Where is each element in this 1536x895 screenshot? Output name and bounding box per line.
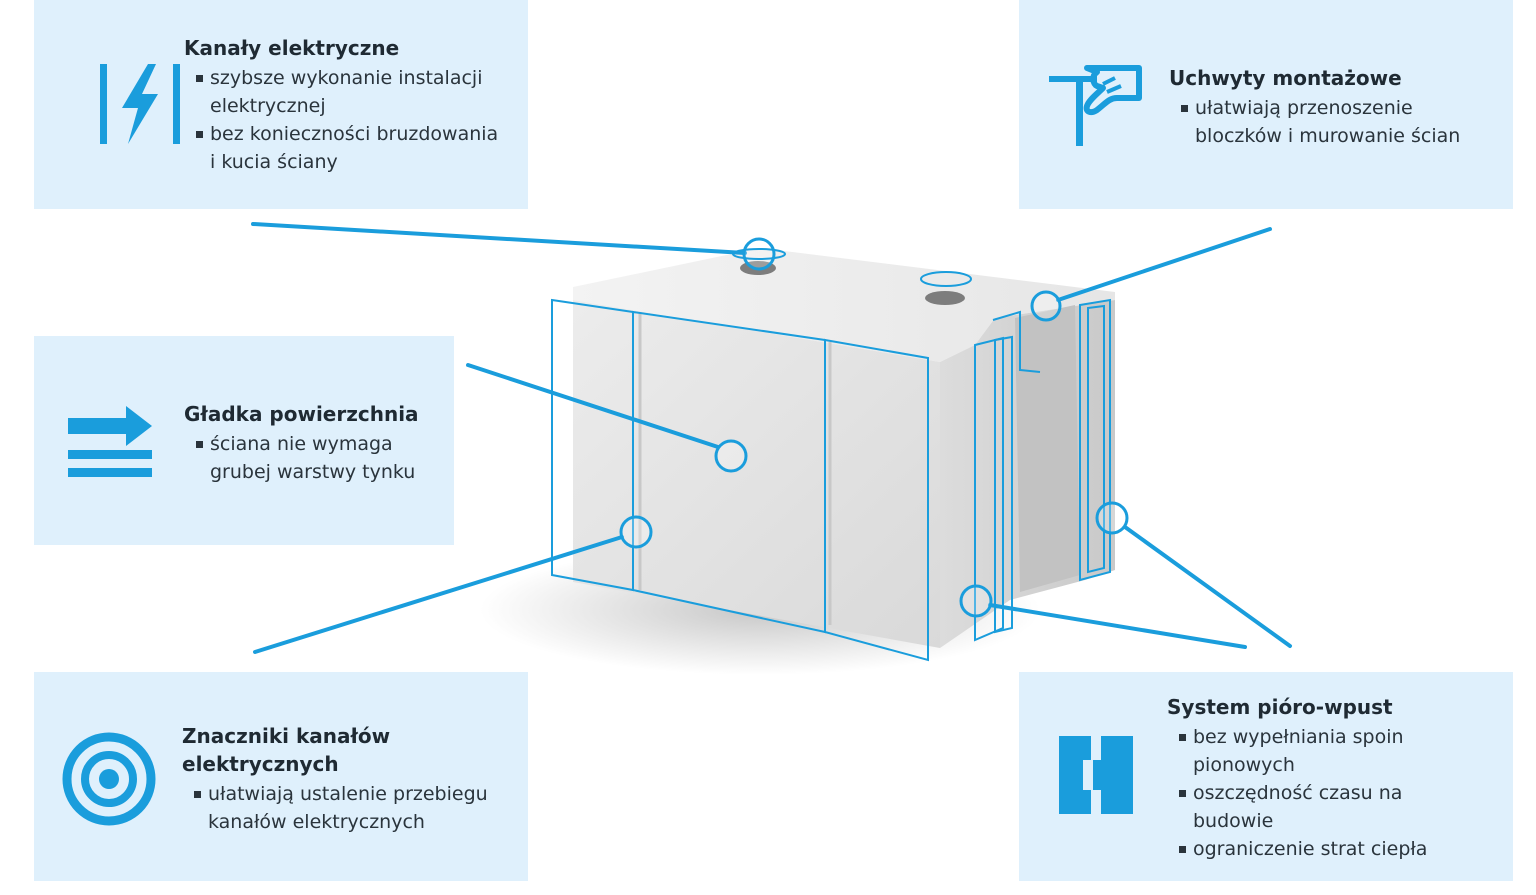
callout-points: ułatwiają ustalenie przebiegu kanałów el… [182, 780, 522, 836]
callout-point: ograniczenie strat ciepła [1179, 835, 1487, 863]
callout-electrical-channels: Kanały elektryczne szybsze wykonanie ins… [34, 0, 528, 209]
top-marker-ring [732, 248, 786, 260]
leader-markers [619, 237, 1129, 618]
callout-point: ułatwiają ustalenie przebiegu kanałów el… [194, 780, 518, 836]
leader-lines [251, 222, 1292, 654]
tongue-groove-icon [1057, 734, 1135, 820]
block-front-face [573, 300, 940, 648]
callout-title: Kanały elektryczne [184, 36, 400, 60]
callout-points: szybsze wykonanie instalacji elektryczne… [184, 64, 500, 176]
callout-mounting-handles: Uchwyty montażowe ułatwiają przenoszenie… [1019, 0, 1513, 209]
smooth-surface-icon [66, 402, 156, 486]
callout-title: Znaczniki kanałów elektrycznych [182, 724, 391, 776]
callout-smooth-surface: Gładka powierzchnia ściana nie wymaga gr… [34, 336, 454, 545]
callout-point: ułatwiają przenoszenie bloczków i murowa… [1181, 94, 1495, 150]
callout-point: szybsze wykonanie instalacji elektryczne… [196, 64, 500, 120]
callout-tongue-groove: System pióro-wpust bez wypełniania spoin… [1019, 672, 1513, 881]
hand-grip-icon [1047, 64, 1143, 152]
callout-title: Gładka powierzchnia [184, 402, 419, 426]
callout-points: ułatwiają przenoszenie bloczków i murowa… [1169, 94, 1495, 150]
callout-title: Uchwyty montażowe [1169, 66, 1402, 90]
channel-marker-outline [920, 271, 972, 287]
callout-points: ściana nie wymaga grubej warstwy tynku [184, 430, 440, 486]
lightning-channel-icon [98, 62, 182, 150]
callout-point: oszczędność czasu na budowie [1179, 779, 1413, 835]
callout-point: bez konieczności bruzdowania i kucia ści… [196, 120, 500, 176]
block-wireframe [551, 298, 1111, 662]
callout-channel-markers: Znaczniki kanałów elektrycznych ułatwiaj… [34, 672, 528, 881]
callout-point: ściana nie wymaga grubej warstwy tynku [196, 430, 440, 486]
channel-hole-right [925, 291, 965, 305]
target-icon [62, 732, 156, 830]
callout-point: bez wypełniania spoin pionowych [1179, 723, 1433, 779]
block-groove [1015, 305, 1080, 592]
callout-title: System pióro-wpust [1167, 695, 1393, 719]
block-top-face [573, 248, 1115, 362]
callout-points: bez wypełniania spoin pionowych oszczędn… [1167, 723, 1487, 863]
